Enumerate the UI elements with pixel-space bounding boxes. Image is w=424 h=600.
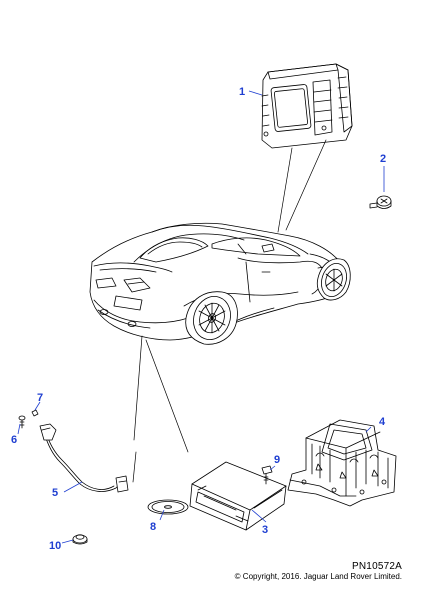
callout-4: 4 [379, 416, 386, 428]
clip [31, 409, 39, 417]
display-unit [261, 63, 353, 149]
callout-7: 7 [37, 392, 43, 404]
callout-8: 8 [150, 521, 156, 533]
callout-3: 3 [262, 524, 268, 536]
callout-2: 2 [380, 153, 386, 165]
rear-wheel [185, 291, 238, 345]
small-screw [18, 415, 26, 429]
screw [369, 195, 392, 209]
diagram-part-number: PN10572A [352, 561, 402, 572]
disc [147, 499, 189, 515]
mounting-bracket [287, 419, 397, 507]
callout-10: 10 [49, 540, 61, 552]
front-wheel [316, 258, 351, 301]
media-unit [189, 461, 287, 531]
grommet [72, 534, 88, 545]
callout-9: 9 [274, 454, 280, 466]
cable-harness [39, 423, 129, 493]
callout-6: 6 [11, 434, 17, 446]
callout-1: 1 [239, 86, 245, 98]
bolt [261, 465, 273, 485]
callout-5: 5 [52, 487, 58, 499]
copyright-notice: © Copyright, 2016. Jaguar Land Rover Lim… [234, 572, 402, 581]
